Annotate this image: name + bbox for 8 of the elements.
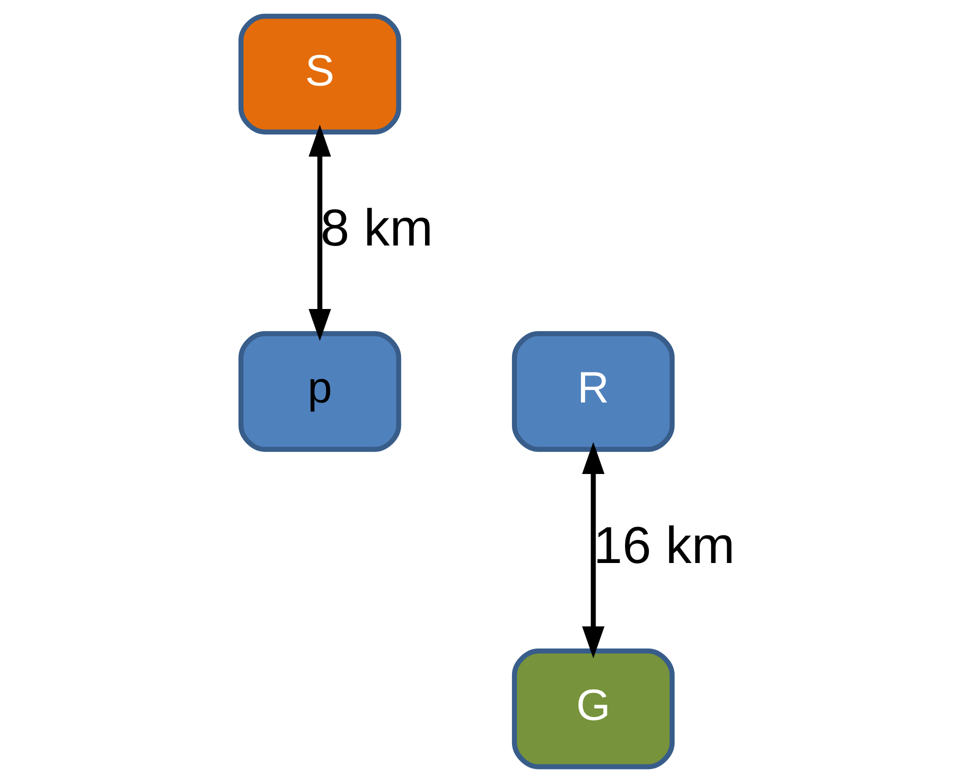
node-box: G <box>511 648 674 770</box>
arrow <box>582 442 604 658</box>
edge-label: 8 km <box>320 198 432 256</box>
node-box: R <box>511 331 674 452</box>
arrow <box>308 124 331 341</box>
node-box: S <box>238 14 401 134</box>
edge-label: 16 km <box>593 516 734 574</box>
node-box: p <box>238 331 401 452</box>
